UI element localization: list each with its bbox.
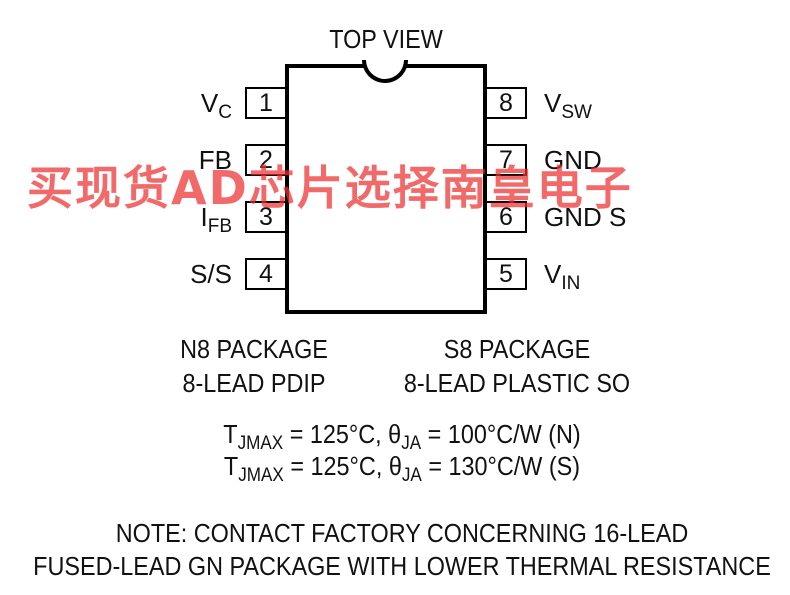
pin-6-box: 6 <box>487 201 527 233</box>
s8-package-desc: 8-LEAD PLASTIC SO <box>403 368 631 398</box>
watermark-text: 买现货AD芯片选择南皇电子 <box>27 161 633 215</box>
n8-package-name: N8 PACKAGE <box>180 334 328 364</box>
pin-1-label: VC <box>200 88 232 123</box>
pin-4-label: S/S <box>190 259 232 289</box>
thermal-spec-n: TJMAX = 125°C, θJA = 100°C/W (N) <box>223 419 581 454</box>
pin-3-label: IFB <box>200 202 232 237</box>
pin-4-box: 4 <box>245 258 285 290</box>
pin-2-box: 2 <box>245 144 285 176</box>
pin-2-label: FB <box>198 145 232 175</box>
thermal-spec-s: TJMAX = 125°C, θJA = 130°C/W (S) <box>223 451 581 486</box>
pin-7-label: GND <box>544 145 602 175</box>
pin-6-label: GND S <box>544 202 627 232</box>
view-title: TOP VIEW <box>329 24 443 54</box>
pin-1-box: 1 <box>245 87 285 119</box>
pin-5-box: 5 <box>487 258 527 290</box>
n8-package-desc: 8-LEAD PDIP <box>182 368 326 398</box>
pin-7-box: 7 <box>487 144 527 176</box>
note-line-1: NOTE: CONTACT FACTORY CONCERNING 16-LEAD <box>115 518 689 548</box>
pin-5-label: VIN <box>544 259 581 294</box>
s8-package-name: S8 PACKAGE <box>443 334 591 364</box>
pin-8-box: 8 <box>487 87 527 119</box>
pin-3-box: 3 <box>245 201 285 233</box>
note-line-2: FUSED-LEAD GN PACKAGE WITH LOWER THERMAL… <box>33 551 771 581</box>
pin-8-label: VSW <box>544 88 592 123</box>
chip-body <box>285 64 487 314</box>
